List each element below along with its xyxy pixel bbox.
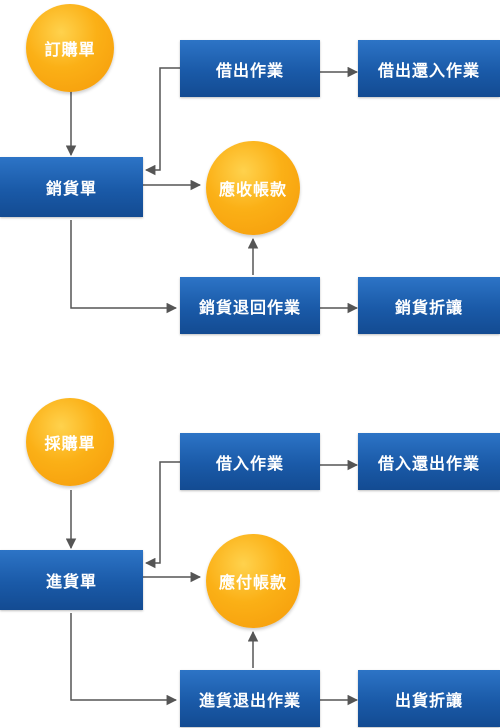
purchase-discount-label: 出貨折讓 (394, 690, 463, 710)
borrow-out-label: 借出作業 (215, 60, 284, 80)
purchase-discount-node: 出貨折讓 (358, 670, 500, 727)
receivables-node: 應收帳款 (206, 141, 300, 235)
borrow-in-return-node: 借入還出作業 (358, 433, 500, 490)
purchase-slip-node: 進貨單 (0, 550, 143, 610)
borrow-out-return-label: 借出還入作業 (377, 60, 480, 80)
order-form-node: 訂購單 (26, 4, 114, 92)
purchase-form-label: 採購單 (44, 434, 96, 453)
sales-discount-node: 銷貨折讓 (358, 277, 500, 334)
purchase-return-node: 進貨退出作業 (180, 670, 320, 727)
sales-discount-label: 銷貨折讓 (394, 297, 463, 317)
purchase-return-label: 進貨退出作業 (198, 690, 301, 710)
purchase-slip-label: 進貨單 (45, 572, 97, 591)
payables-node: 應付帳款 (206, 534, 300, 628)
arrow-borrowin-to-purchaseslip (144, 461, 180, 569)
arrow-borrowout-to-sales (144, 67, 180, 176)
payables-label: 應付帳款 (218, 573, 287, 592)
order-form-label: 訂購單 (44, 40, 96, 59)
sales-slip-label: 銷貨單 (45, 179, 97, 198)
borrow-in-node: 借入作業 (180, 433, 320, 490)
arrow-sales-to-salesreturn (70, 220, 178, 314)
receivables-label: 應收帳款 (218, 180, 287, 199)
borrow-out-node: 借出作業 (180, 40, 320, 97)
borrow-in-return-label: 借入還出作業 (377, 453, 480, 473)
borrow-out-return-node: 借出還入作業 (358, 40, 500, 97)
sales-return-label: 銷貨退回作業 (198, 297, 301, 317)
sales-slip-node: 銷貨單 (0, 157, 143, 217)
borrow-in-label: 借入作業 (215, 453, 284, 473)
sales-return-node: 銷貨退回作業 (180, 277, 320, 334)
purchase-form-node: 採購單 (26, 398, 114, 486)
arrow-purchaseslip-to-purchasereturn (70, 613, 178, 706)
